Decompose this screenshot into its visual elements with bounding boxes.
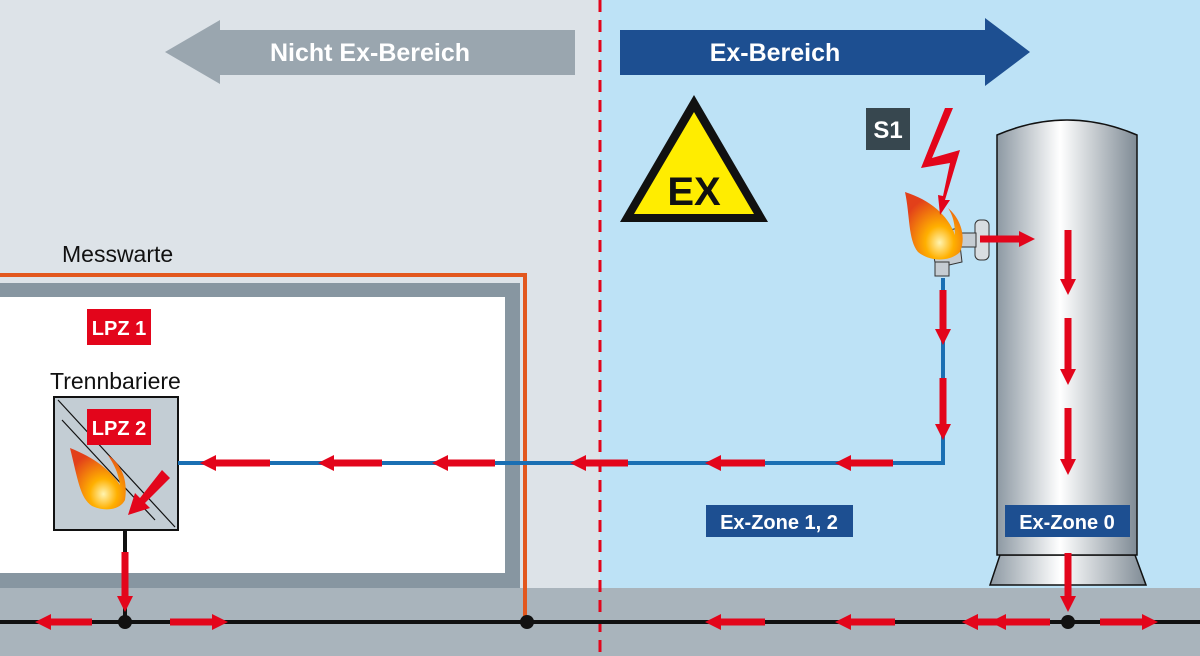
surge-arrow: [705, 455, 765, 471]
surge-arrow: [1100, 614, 1158, 630]
surge-arrow: [200, 455, 270, 471]
source-s1-label: S1: [873, 117, 902, 144]
surge-arrow: [117, 552, 133, 612]
lpz2-label: LPZ 2: [92, 418, 146, 440]
equipotential-orange-line: [0, 273, 527, 622]
surge-arrow: [705, 614, 765, 630]
ground-node: [118, 615, 132, 629]
surge-arrow: [1060, 318, 1076, 385]
surge-arrow: [1060, 408, 1076, 475]
surge-arrow: [835, 455, 893, 471]
surge-arrow: [1060, 553, 1076, 612]
ex-warning-sign-icon: EX: [620, 95, 768, 222]
surge-arrow: [962, 614, 1018, 630]
lightning-bolt-icon: [921, 108, 960, 215]
fire-icon: [905, 192, 963, 260]
surge-arrow: [980, 231, 1035, 247]
source-s1-badge: [866, 108, 910, 150]
surge-arrow: [935, 290, 951, 345]
surge-arrow: [935, 378, 951, 440]
surge-arrow: [432, 455, 495, 471]
lpz1-badge: [87, 309, 151, 345]
ex-zone-0-badge: [1005, 505, 1130, 537]
ex-zone-12-label: Ex-Zone 1, 2: [720, 512, 838, 534]
surge-arrow: [1060, 230, 1076, 295]
ex-zone-12-badge: [706, 505, 853, 537]
surge-arrow: [170, 614, 228, 630]
ground-node: [1061, 615, 1075, 629]
fire-icon: [70, 448, 126, 510]
lpz2-badge: [87, 409, 151, 445]
non-ex-area-label: Nicht Ex-Bereich: [270, 39, 470, 67]
ex-zone-0-label: Ex-Zone 0: [1019, 512, 1115, 534]
surge-arrow-into-barrier: [128, 470, 170, 515]
surge-arrow: [570, 455, 628, 471]
lpz1-label: LPZ 1: [92, 318, 146, 340]
ex-area-label: Ex-Bereich: [710, 39, 841, 67]
non-ex-area-arrow: Nicht Ex-Bereich: [165, 20, 575, 84]
surge-current-arrows: [35, 230, 1158, 630]
ex-warning-text: EX: [667, 170, 721, 214]
control-room-label: Messwarte: [62, 241, 173, 267]
surge-arrow: [318, 455, 382, 471]
isolation-barrier-label: Trennbariere: [50, 368, 181, 394]
surge-arrow: [35, 614, 92, 630]
surge-arrow: [835, 614, 895, 630]
ground-node: [520, 615, 534, 629]
ex-area-arrow: Ex-Bereich: [620, 18, 1030, 86]
